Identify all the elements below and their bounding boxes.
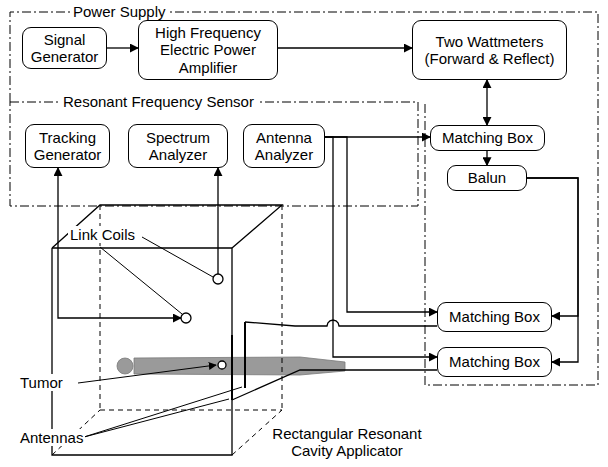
hidden-edge <box>100 410 282 411</box>
box-label: Signal Generator <box>27 31 102 66</box>
process-box: Antenna Analyzer <box>243 124 325 168</box>
connector <box>325 137 437 357</box>
connector <box>486 80 487 125</box>
box-label: Spectrum Analyzer <box>133 129 223 164</box>
connector <box>278 47 412 48</box>
applicator-label: Rectangular Resonant Cavity Applicator <box>262 425 432 460</box>
connector <box>245 320 437 326</box>
group-heading: Resonant Frequency Sensor <box>60 93 257 110</box>
process-box: Balun <box>447 165 527 190</box>
tumor-marker <box>218 361 226 369</box>
box-label: Antenna Analyzer <box>248 129 320 164</box>
antenna <box>244 322 246 388</box>
group-border <box>10 12 598 385</box>
connector <box>217 168 218 274</box>
box-label: Matching Box <box>442 129 533 146</box>
connector <box>232 370 437 400</box>
group-band: Tracking Generator Spectrum Analyzer Anten… <box>10 102 418 206</box>
box-label: Balun <box>468 169 506 186</box>
cavity-edge <box>52 248 232 455</box>
box-label: High Frequency Electric Power Amplifier <box>143 24 273 76</box>
group-heading: Power Supply <box>70 3 169 20</box>
group-border <box>10 102 418 206</box>
box-label: Matching Box <box>449 308 540 325</box>
process-box: Matching Box <box>437 302 552 332</box>
hidden-edge <box>282 205 283 410</box>
connector <box>527 178 578 362</box>
callout-label: Link Coils <box>68 226 137 243</box>
process-box: Tracking Generator <box>25 124 110 168</box>
callout-label: Tumor <box>18 374 65 391</box>
box-label: Two Wattmeters (Forward & Reflect) <box>417 33 562 68</box>
link-coil <box>181 313 191 323</box>
process-box: High Frequency Electric Power Amplifier <box>138 20 278 80</box>
connector <box>527 178 578 316</box>
connector <box>107 47 138 48</box>
process-box: Matching Box <box>437 347 552 377</box>
connector <box>325 137 437 312</box>
box-label: Matching Box <box>449 353 540 370</box>
process-box: Signal Generator <box>22 27 107 70</box>
connector <box>486 151 487 165</box>
link-coil <box>213 274 223 284</box>
callout-label: Antennas <box>18 429 85 446</box>
box-label: Tracking Generator <box>30 129 105 164</box>
cavity-edge <box>52 205 282 248</box>
process-box: Spectrum Analyzer <box>128 124 228 168</box>
process-box: Matching Box <box>430 125 545 151</box>
connector <box>58 168 181 318</box>
process-box: Two Wattmeters (Forward & Reflect) <box>412 20 567 80</box>
group-band: Signal Generator High Frequency Electric … <box>10 12 598 385</box>
